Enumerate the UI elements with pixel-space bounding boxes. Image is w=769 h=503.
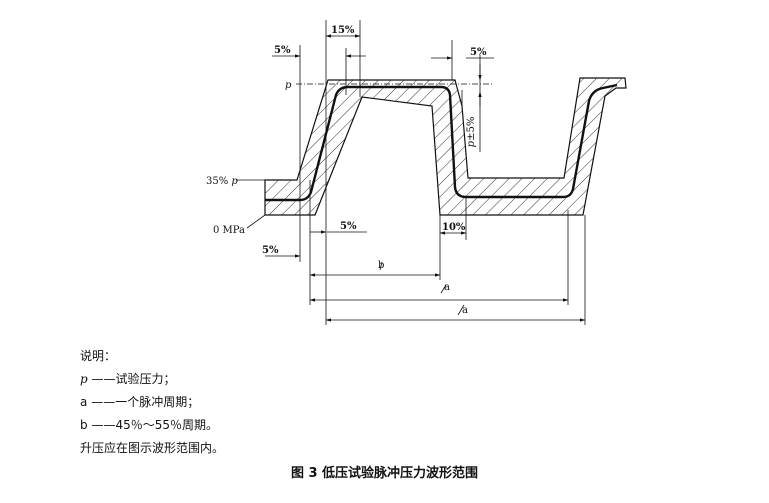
legend-note: 升压应在图示波形范围内。 xyxy=(80,441,225,455)
dim-15-percent: 15% xyxy=(331,25,355,36)
zero-mpa-label: 0 MPa xyxy=(213,225,245,236)
dim-5-percent-middle: 5% xyxy=(340,221,357,232)
extension-lines xyxy=(299,20,586,325)
legend: 说明： p ——试验压力； a ——一个脉冲周期； b ——45％～55％周期。… xyxy=(80,345,224,460)
figure-caption: 图 3 低压试验脉冲压力波形范围 xyxy=(290,466,479,481)
dim-10-percent: 10% xyxy=(442,222,466,233)
legend-item-b: b ——45％～55％周期。 xyxy=(80,418,218,432)
dim-5-percent-bottom: 5% xyxy=(262,245,279,256)
nominal-waveform xyxy=(265,83,618,202)
tolerance-label: p±5% xyxy=(466,117,477,148)
p-label: p xyxy=(285,80,292,91)
legend-item-p: p ——试验压力； xyxy=(80,372,176,386)
dim-a-upper: a xyxy=(444,282,450,293)
p35-label: 35% p xyxy=(206,176,238,187)
legend-title: 说明： xyxy=(80,349,117,363)
dim-5-percent-top-right: 5% xyxy=(470,47,487,58)
legend-item-a: a ——一个脉冲周期； xyxy=(80,395,200,409)
dim-5-percent-top-left: 5% xyxy=(274,45,291,56)
tolerance-band xyxy=(264,77,627,216)
svg-text:p±5%: p±5% xyxy=(466,117,477,148)
dimension-lines xyxy=(265,34,586,322)
leader-lines xyxy=(236,179,465,316)
dim-b: b xyxy=(378,260,384,271)
dim-a-lower: a xyxy=(462,305,468,316)
